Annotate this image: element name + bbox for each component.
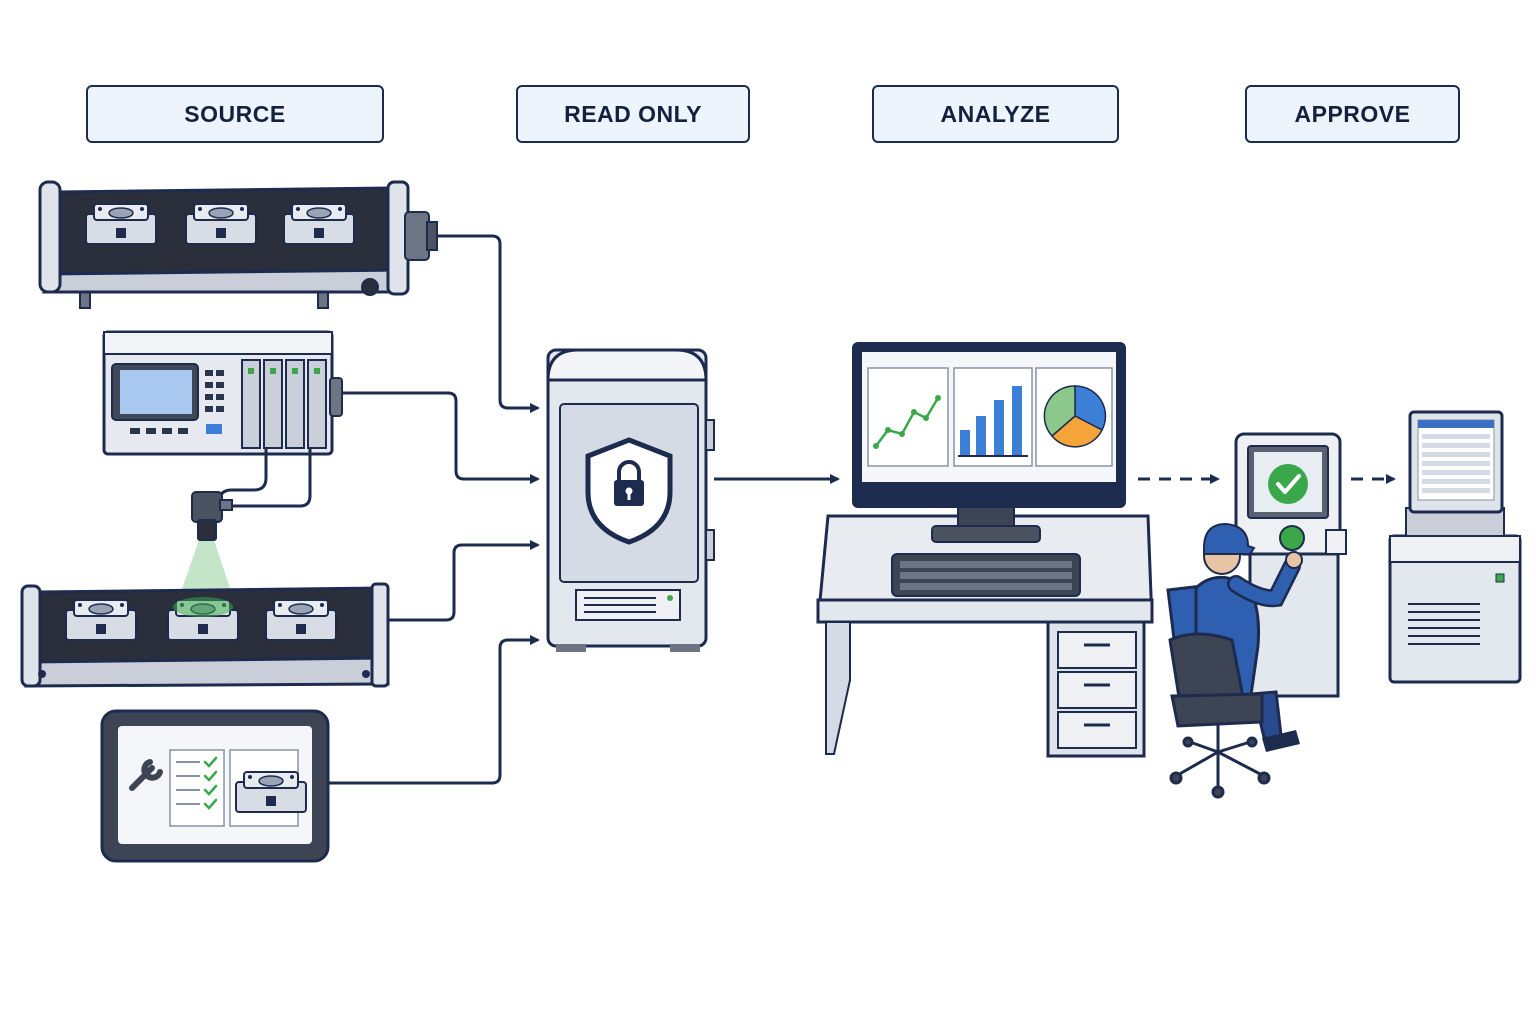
stage-label-source: SOURCE <box>86 85 384 143</box>
tablet-checklist-icon <box>100 709 330 863</box>
connector-tablet-to-server <box>327 635 540 785</box>
plc-controller-icon <box>102 330 343 508</box>
stage-label-analyze: ANALYZE <box>872 85 1119 143</box>
check-icon <box>1268 464 1308 504</box>
stage-label-approve: APPROVE <box>1245 85 1460 143</box>
inspection-conveyor-icon <box>20 582 390 688</box>
shield-lock-icon <box>585 437 673 545</box>
connector-conveyor-to-server <box>436 234 540 413</box>
conveyor-icon <box>38 180 438 309</box>
analytics-monitor-icon <box>852 342 1126 543</box>
connector-lines <box>327 234 1396 785</box>
desk-icon <box>816 514 1154 758</box>
stage-label-read-only: READ ONLY <box>516 85 750 143</box>
operator-icon <box>1166 522 1303 799</box>
connector-inspection-to-server <box>388 540 540 622</box>
connector-plc-to-server <box>343 391 540 484</box>
mes-terminal-icon <box>1388 410 1522 684</box>
